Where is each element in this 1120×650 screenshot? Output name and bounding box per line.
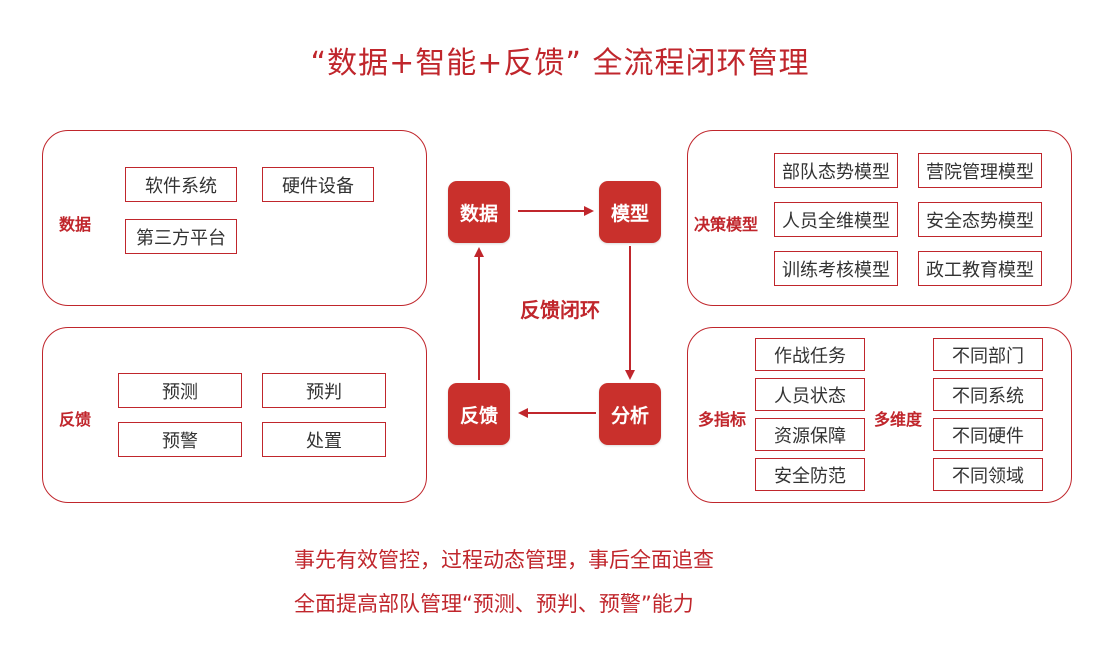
dimension-systems: 不同系统 [933,378,1043,411]
feedback-item-prejudge: 预判 [262,373,386,408]
indicator-combat-task: 作战任务 [755,338,865,371]
multi-indicator-label: 多指标 [698,410,747,429]
indicator-personnel-status: 人员状态 [755,378,865,411]
indicator-security: 安全防范 [755,458,865,491]
data-panel-label: 数据 [59,215,92,234]
feedback-panel: 反馈 预测 预判 预警 处置 [42,327,427,503]
model-item-security-situation: 安全态势模型 [918,202,1042,237]
dimension-hardware: 不同硬件 [933,418,1043,451]
model-item-personnel: 人员全维模型 [774,202,898,237]
cycle-center-label: 反馈闭环 [520,298,600,322]
data-item-hardware: 硬件设备 [262,167,374,202]
analysis-panel: 多指标 作战任务 人员状态 资源保障 安全防范 多维度 不同部门 不同系统 不同… [687,327,1072,503]
data-item-software: 软件系统 [125,167,237,202]
node-feedback: 反馈 [448,383,510,445]
indicator-resource-support: 资源保障 [755,418,865,451]
model-item-barracks-mgmt: 营院管理模型 [918,153,1042,188]
feedback-item-warning: 预警 [118,422,242,457]
page-title: “数据+智能+反馈” 全流程闭环管理 [310,46,810,81]
node-data: 数据 [448,181,510,243]
bottom-line-2: 全面提高部队管理“预测、预判、预警”能力 [294,592,694,616]
dimension-domains: 不同领域 [933,458,1043,491]
node-model: 模型 [599,181,661,243]
node-analysis: 分析 [599,383,661,445]
feedback-item-handle: 处置 [262,422,386,457]
multi-dimension-label: 多维度 [874,410,923,429]
data-item-third-party: 第三方平台 [125,219,237,254]
model-item-troop-situation: 部队态势模型 [774,153,898,188]
feedback-item-predict: 预测 [118,373,242,408]
model-item-training: 训练考核模型 [774,251,898,286]
dimension-departments: 不同部门 [933,338,1043,371]
feedback-panel-label: 反馈 [59,410,92,429]
model-panel-label: 决策模型 [694,215,759,234]
model-item-political-edu: 政工教育模型 [918,251,1042,286]
bottom-line-1: 事先有效管控，过程动态管理，事后全面追查 [294,548,714,572]
model-panel: 决策模型 部队态势模型 营院管理模型 人员全维模型 安全态势模型 训练考核模型 … [687,130,1072,306]
data-panel: 数据 软件系统 硬件设备 第三方平台 [42,130,427,306]
